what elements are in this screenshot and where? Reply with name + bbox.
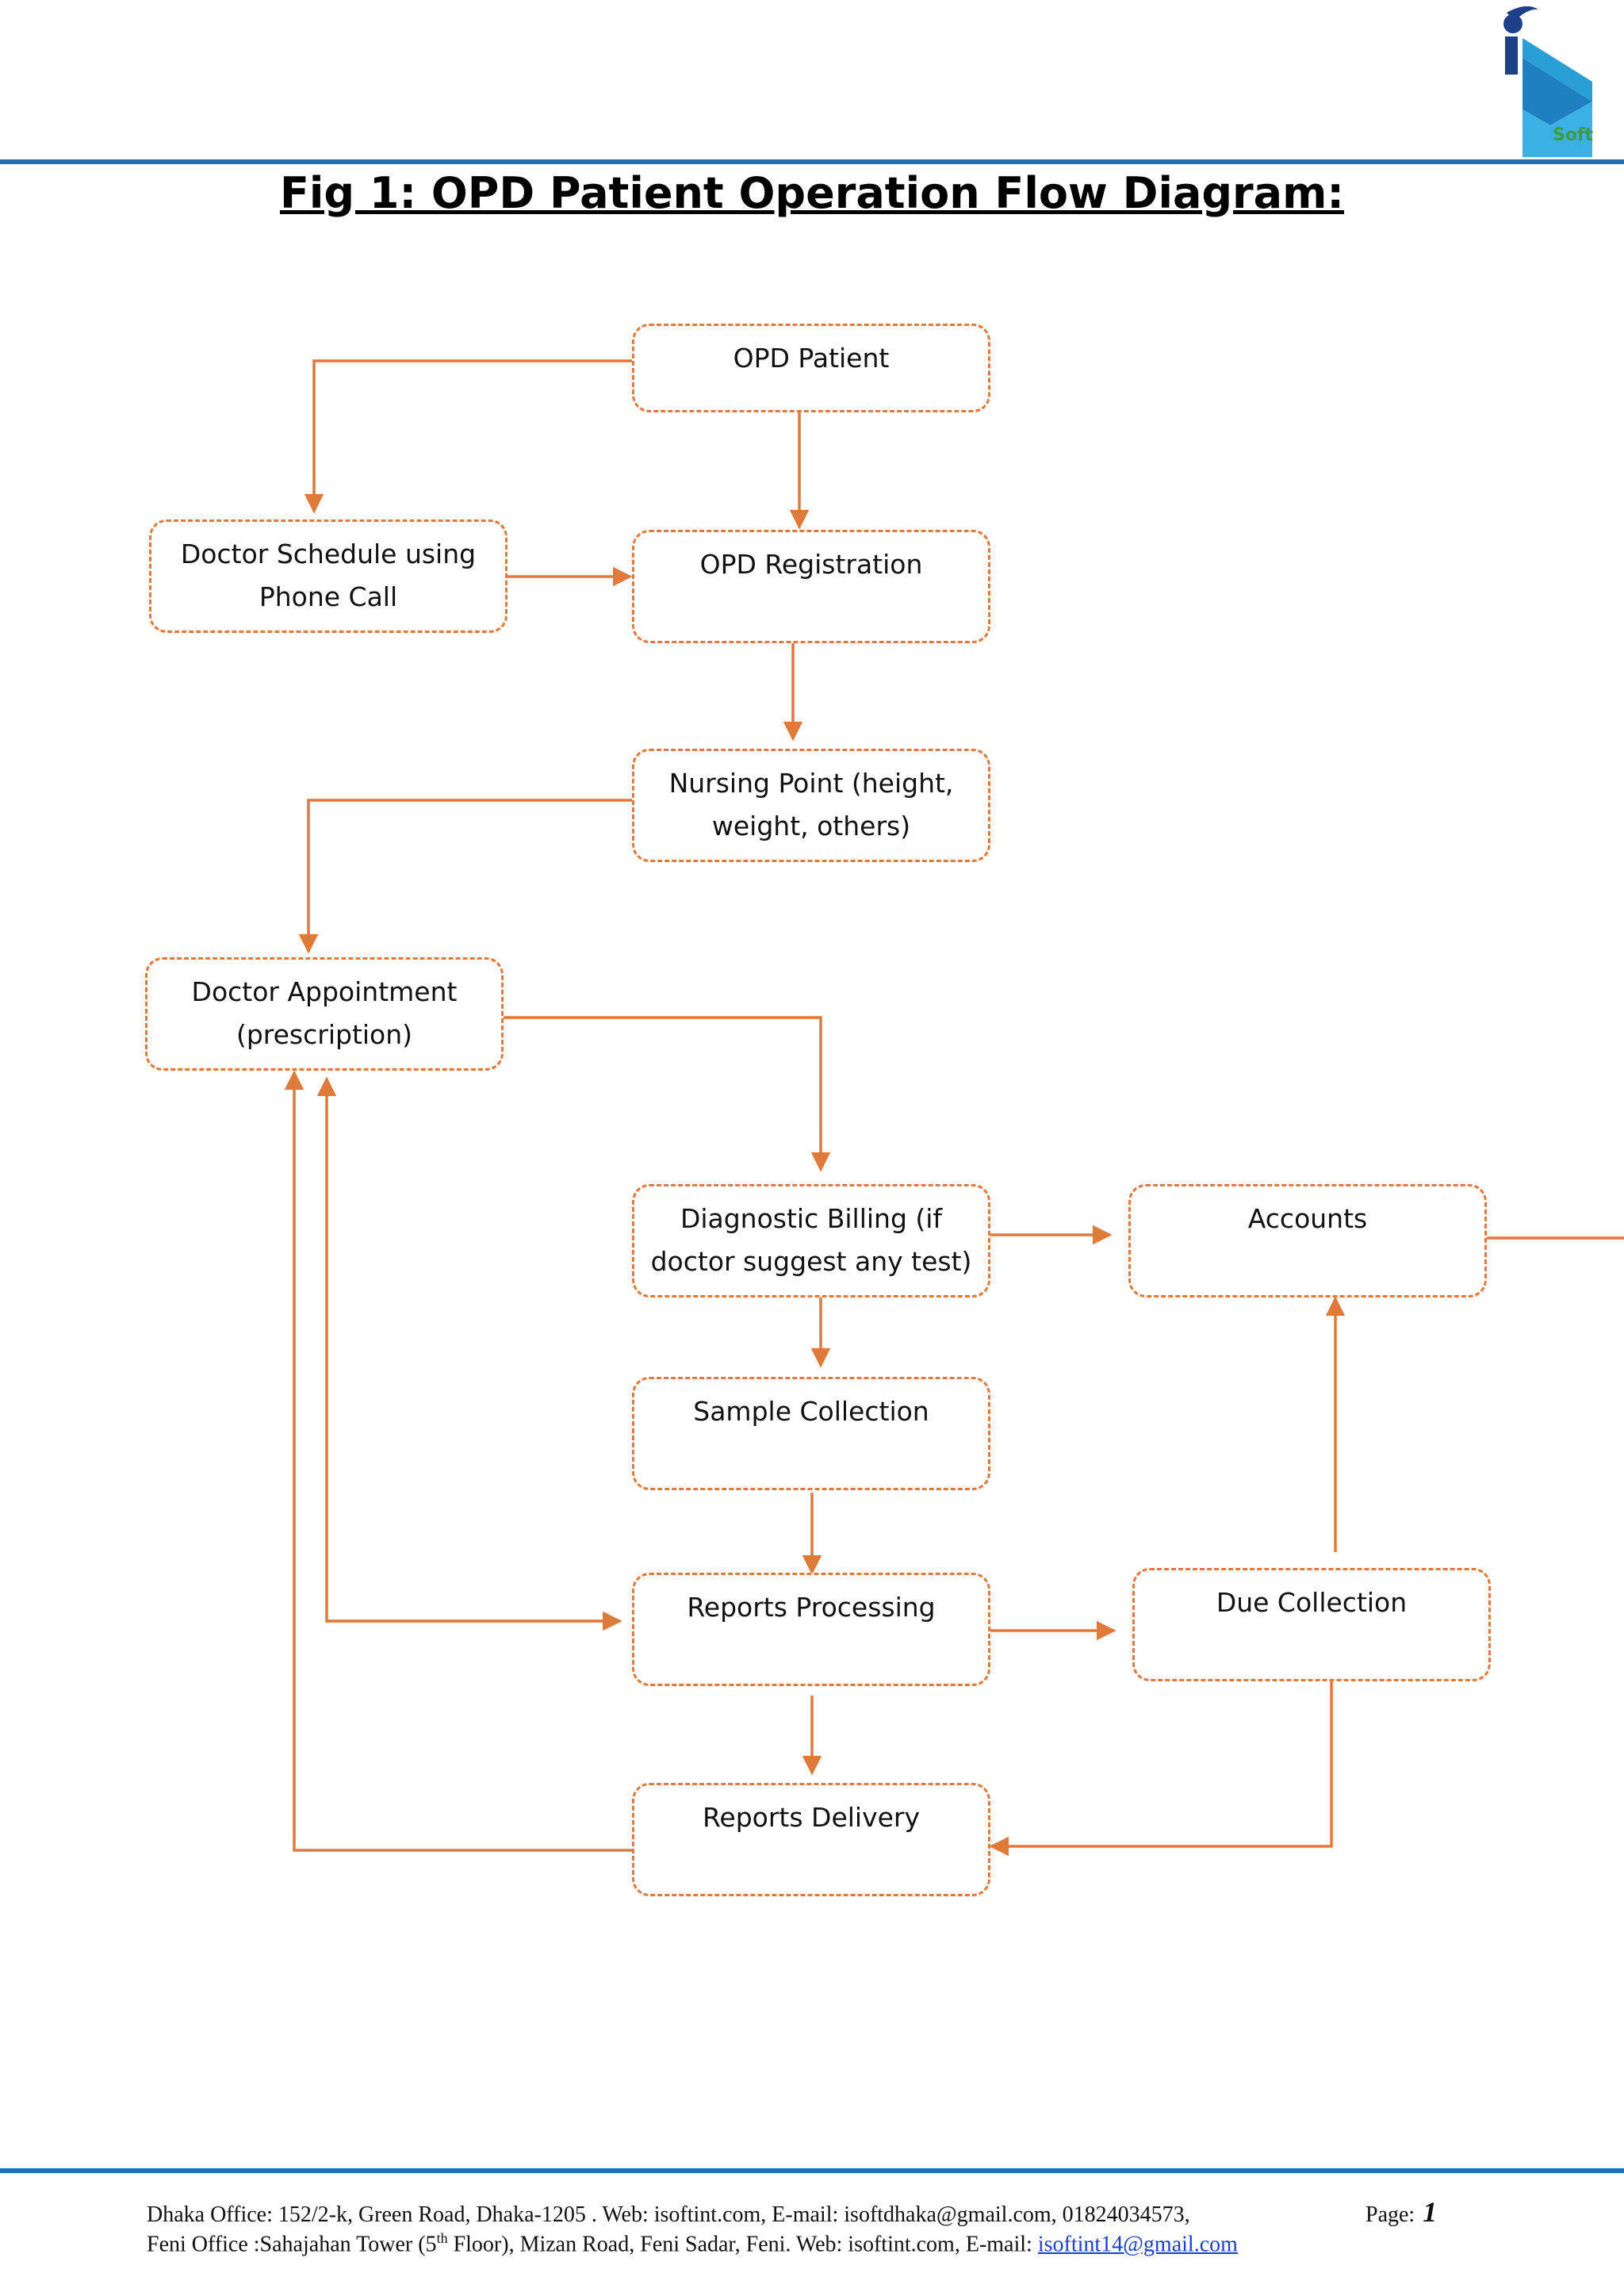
footer-line-2-prefix: Feni Office :Sahajahan Tower (5: [147, 2232, 437, 2257]
node-line: Diagnostic Billing (if: [680, 1203, 943, 1234]
node-line: Reports Delivery: [702, 1802, 921, 1833]
node-line: OPD Patient: [733, 343, 890, 374]
footer-email-link[interactable]: isoftint14@gmail.com: [1037, 2232, 1238, 2257]
node-line: Reports Processing: [687, 1592, 936, 1623]
page-title: Fig 1: OPD Patient Operation Flow Diagra…: [280, 168, 1344, 218]
node-due-collection: Due Collection: [1132, 1568, 1491, 1681]
connector-due-to-delivery: [989, 1680, 1333, 1857]
node-line: doctor suggest any test): [650, 1246, 972, 1277]
footer-line-2-sup: th: [436, 2230, 448, 2246]
connector-appointment-to-billing: [504, 1016, 831, 1172]
node-opd-registration: OPD Registration: [632, 530, 990, 643]
node-accounts: Accounts: [1128, 1184, 1487, 1297]
node-doctor-appointment: Doctor Appointment (prescription): [145, 957, 504, 1071]
node-line: Accounts: [1247, 1203, 1368, 1234]
footer-line-2-mid: Floor), Mizan Road, Feni Sadar, Feni. We…: [447, 2232, 1038, 2257]
node-line: Doctor Schedule using: [180, 539, 477, 569]
page-number-value: 1: [1423, 2196, 1438, 2228]
node-line: OPD Registration: [699, 549, 923, 580]
node-line: Phone Call: [259, 581, 398, 612]
node-reports-processing: Reports Processing: [632, 1573, 990, 1686]
footer-line-1: Dhaka Office: 152/2-k, Green Road, Dhaka…: [147, 2202, 1190, 2227]
node-line: weight, others): [711, 811, 911, 841]
node-nursing-point: Nursing Point (height, weight, others): [632, 749, 990, 862]
footer-rule: [0, 2168, 1624, 2173]
node-line: (prescription): [236, 1019, 413, 1050]
node-reports-delivery: Reports Delivery: [632, 1783, 990, 1896]
connector-processing-to-appointment: [316, 1076, 620, 1623]
connector-nursing-to-appointment: [298, 799, 632, 954]
node-opd-patient: OPD Patient: [632, 324, 990, 412]
node-line: Doctor Appointment: [191, 976, 458, 1007]
page-label: Page:: [1365, 2202, 1415, 2227]
connector-patient-to-schedule: [304, 359, 632, 514]
node-line: Sample Collection: [693, 1396, 929, 1427]
connector-delivery-to-appointment: [284, 1070, 632, 1852]
node-diagnostic-billing: Diagnostic Billing (if doctor suggest an…: [632, 1184, 990, 1297]
node-line: Nursing Point (height,: [668, 768, 954, 799]
node-sample-collection: Sample Collection: [632, 1377, 990, 1490]
footer-line-2: Feni Office :Sahajahan Tower (5th Floor)…: [147, 2230, 1238, 2257]
node-line: Due Collection: [1216, 1587, 1408, 1618]
page-number: Page: 1: [1365, 2195, 1437, 2229]
header-rule: [0, 159, 1624, 164]
isoft-logo-icon: [1503, 6, 1592, 157]
logo-text: Soft: [1553, 125, 1594, 145]
node-doctor-schedule: Doctor Schedule using Phone Call: [149, 519, 508, 633]
